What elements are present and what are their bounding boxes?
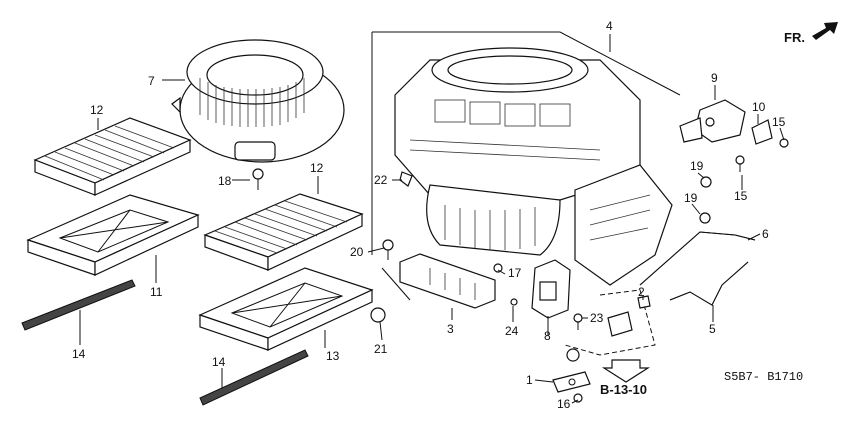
air-filter-right	[203, 193, 364, 271]
reference-arrow: B-13-10	[600, 359, 651, 397]
resistor	[399, 253, 496, 309]
callout-18: 18	[218, 174, 232, 188]
callout-13: 13	[326, 349, 340, 363]
callout-12: 12	[90, 103, 104, 117]
seal-right	[199, 349, 309, 406]
down-arrow-icon	[601, 359, 651, 383]
callout-14: 14	[212, 355, 226, 369]
leader-lines	[79, 34, 785, 404]
callout-15: 15	[734, 189, 748, 203]
callout-15: 15	[772, 115, 786, 129]
air-filter-left	[33, 117, 192, 196]
callout-12: 12	[310, 161, 324, 175]
callout-19: 19	[684, 191, 698, 205]
power-transistor	[531, 259, 571, 319]
blower-housing	[371, 31, 681, 286]
callout-23: 23	[590, 311, 604, 325]
callout-10: 10	[752, 100, 766, 114]
callout-7: 7	[148, 74, 155, 88]
duct-seal	[669, 261, 749, 306]
filter-lid-left	[26, 194, 200, 276]
callout-24: 24	[505, 324, 519, 338]
callout-11: 11	[150, 285, 163, 299]
reference-label: B-13-10	[600, 382, 647, 397]
callout-16: 16	[557, 397, 571, 411]
callout-17: 17	[508, 266, 522, 280]
drawing-code: S5B7- B1710	[724, 370, 803, 384]
bracket	[751, 119, 773, 145]
callout-20: 20	[350, 245, 364, 259]
actuator	[679, 99, 746, 143]
seal-left	[21, 279, 136, 331]
callout-4: 4	[606, 19, 613, 33]
callout-8: 8	[544, 329, 551, 343]
connector-assembly	[564, 289, 656, 362]
gasket	[639, 231, 756, 286]
callout-9: 9	[711, 71, 718, 85]
blower-motor	[171, 39, 345, 163]
screws	[252, 138, 789, 403]
callout-21: 21	[374, 342, 388, 356]
callout-19: 19	[690, 159, 704, 173]
clip	[552, 371, 591, 393]
front-direction-indicator: FR.	[784, 22, 838, 45]
callout-5: 5	[709, 322, 716, 336]
callout-2: 2	[638, 285, 645, 299]
callout-6: 6	[762, 227, 769, 241]
front-label: FR.	[784, 30, 805, 45]
filter-lid-right	[198, 267, 374, 351]
callout-22: 22	[374, 173, 388, 187]
callout-1: 1	[526, 373, 533, 387]
callouts: 7 12 12 18 11 13 14 14 4 9 10 15 15 19 1…	[72, 19, 786, 411]
callout-3: 3	[447, 322, 454, 336]
callout-14: 14	[72, 347, 86, 361]
front-arrow-icon	[812, 22, 838, 40]
